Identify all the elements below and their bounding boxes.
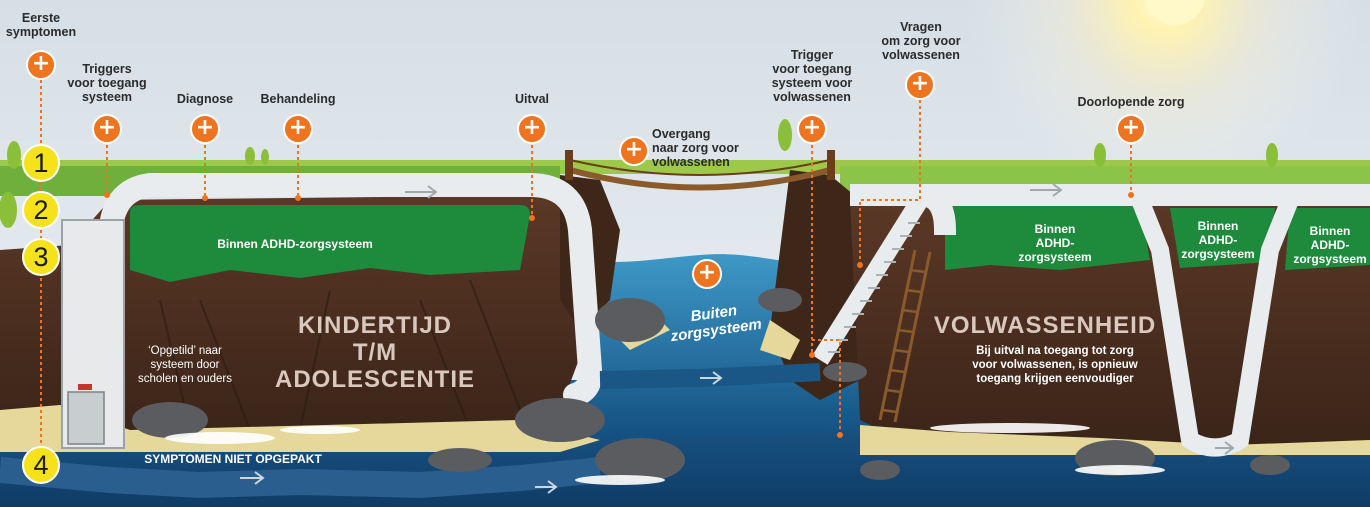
left-cliff-facets (159, 279, 521, 431)
label-symptomen-niet-opgepakt: SYMPTOMEN NIET OPGEPAKT (144, 452, 322, 466)
trees (0, 119, 1278, 228)
bridge-post-right (827, 150, 835, 180)
sun (1145, 0, 1205, 25)
plus-button-buiten-zorgsysteem[interactable]: + (692, 259, 722, 289)
connector-dots (104, 192, 1134, 438)
plus-button-diagnose[interactable]: + (190, 114, 220, 144)
note-bij-uitval: Bij uitval na toegang tot zorg voor volw… (972, 345, 1138, 385)
right-cliff-grass-1 (945, 205, 1150, 270)
flow-arrows (240, 183, 1235, 494)
gorge-beach-right (760, 320, 800, 360)
step-marker-1: 1 (22, 144, 60, 182)
zone-binnen-adhd-adult-1: Binnen ADHD- zorgsysteem (1018, 222, 1092, 264)
step-marker-2: 2 (22, 191, 60, 229)
elevator-display (78, 384, 92, 390)
ladder-rungs (881, 268, 926, 414)
ladder-rails (878, 249, 932, 423)
plus-button-eerste-symptomen[interactable]: + (26, 50, 56, 80)
label-uitval: Uitval (514, 92, 550, 106)
plus-button-doorlopende-zorg[interactable]: + (1116, 114, 1146, 144)
path-right (850, 184, 1370, 235)
surf-foam (165, 423, 1165, 485)
plus-button-overgang[interactable]: + (619, 136, 649, 166)
right-cliff-grass-3 (1285, 208, 1370, 270)
plus-button-vragen-zorg[interactable]: + (905, 70, 935, 100)
label-overgang: Overgang naar zorg voor volwassenen (652, 127, 739, 169)
bridge-post-left (565, 150, 573, 180)
connector-lines (40, 80, 1132, 450)
path-left (98, 173, 603, 407)
plus-button-uitval[interactable]: + (517, 114, 547, 144)
zone-binnen-adhd-adult-3: Binnen ADHD- zorgsysteem (1293, 224, 1367, 266)
label-trigger-volwassenen: Trigger voor toegang systeem voor volwas… (771, 48, 853, 104)
label-behandeling: Behandeling (260, 92, 336, 106)
rope-bridge (569, 167, 831, 191)
step-marker-3: 3 (22, 238, 60, 276)
label-eerste-symptomen: Eerste symptomen (5, 11, 77, 39)
label-doorlopende-zorg: Doorlopende zorg (1077, 95, 1185, 109)
left-cliff-grass (130, 205, 530, 282)
rope-bridge-rope (569, 159, 831, 176)
label-diagnose: Diagnose (176, 92, 234, 106)
stairs-steps (828, 222, 920, 353)
zone-binnen-adhd-adult-2: Binnen ADHD- zorgsysteem (1181, 219, 1255, 261)
stairs (812, 195, 928, 365)
right-cliff-grass-2 (1170, 208, 1275, 268)
plus-button-triggers[interactable]: + (92, 114, 122, 144)
label-triggers-toegang: Triggers voor toegang systeem (67, 62, 147, 104)
label-vragen-zorg: Vragen om zorg voor volwassenen (881, 20, 961, 62)
title-volwassenheid: VOLWASSENHEID (933, 312, 1157, 339)
title-kindertijd: KINDERTIJD T/M ADOLESCENTIE (274, 312, 475, 393)
zone-binnen-adhd-childhood: Binnen ADHD-zorgsysteem (217, 237, 373, 251)
step-marker-4: 4 (22, 446, 60, 484)
note-opgetild: ‘Opgetild’ naar systeem door scholen en … (138, 345, 232, 385)
plus-button-behandeling[interactable]: + (283, 114, 313, 144)
elevator-door (67, 391, 105, 445)
path-bottom-left (0, 457, 602, 499)
plus-button-trigger-volwassenen[interactable]: + (797, 114, 827, 144)
